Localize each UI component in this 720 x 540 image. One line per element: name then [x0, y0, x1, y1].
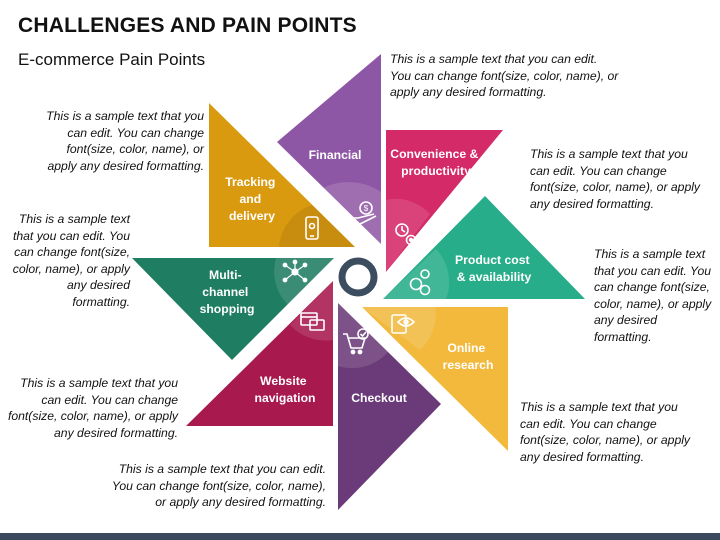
segment-convenience-shape	[386, 130, 503, 272]
segment-website-navigation: Website navigation	[186, 281, 333, 426]
segment-multi-channel: Multi- channel shopping	[132, 258, 334, 360]
segment-product-cost: Product cost & availability	[383, 196, 585, 299]
clock-gear-icon	[395, 223, 417, 246]
browser-window-icon	[300, 312, 325, 331]
segment-financial-arc	[323, 182, 381, 244]
network-icon	[282, 259, 308, 283]
cart-check-icon	[343, 328, 369, 355]
segment-checkout: Checkout	[338, 303, 441, 510]
note-product-cost: This is a sample text that you can edit.…	[594, 247, 712, 344]
segment-multi-channel-shape	[132, 258, 334, 360]
center-ring	[338, 257, 378, 297]
note-online-research: This is a sample text that you can edit.…	[520, 400, 691, 464]
note-multi-channel: This is a sample text that you can edit.…	[12, 212, 130, 309]
segment-convenience-arc	[386, 198, 430, 272]
eye-document-icon	[391, 314, 416, 334]
segment-tracking-label: Tracking and delivery	[225, 175, 279, 223]
segment-tracking-shape	[209, 103, 355, 247]
segment-online-research-arc	[362, 307, 436, 350]
segment-product-cost-label: Product cost & availability	[455, 253, 533, 284]
segment-convenience-label: Convenience & productivity	[390, 147, 481, 178]
segment-tracking: Tracking and delivery	[209, 103, 355, 247]
segment-convenience: Convenience & productivity	[386, 130, 503, 272]
segment-financial-shape	[277, 54, 381, 244]
hand-coin-icon	[347, 201, 377, 225]
svg-text:$: $	[364, 204, 369, 213]
gears-dollar-icon	[409, 269, 431, 296]
note-website-navigation: This is a sample text that you can edit.…	[7, 376, 178, 440]
segment-website-navigation-arc	[290, 281, 333, 341]
segment-tracking-arc	[279, 205, 355, 247]
segment-checkout-label: Checkout	[351, 391, 407, 405]
segment-multi-channel-label: Multi- channel shopping	[200, 268, 255, 316]
segment-checkout-shape	[338, 303, 441, 510]
note-convenience: This is a sample text that you can edit.…	[530, 147, 701, 211]
segment-product-cost-shape	[383, 196, 585, 299]
segment-financial: Financial $	[277, 54, 381, 244]
segment-financial-label: Financial	[309, 148, 362, 162]
segment-product-cost-arc	[383, 249, 450, 299]
note-checkout: This is a sample text that you can edit.…	[111, 462, 326, 509]
page-subtitle: E-commerce Pain Points	[18, 50, 206, 69]
page-title: CHALLENGES AND PAIN POINTS	[18, 14, 357, 37]
bottom-bar	[0, 533, 720, 540]
segment-online-research-label: Online research	[443, 341, 494, 372]
segment-online-research-shape	[362, 307, 508, 451]
note-tracking: This is a sample text that you can edit.…	[46, 109, 204, 173]
phone-tracking-icon	[305, 216, 319, 240]
note-financial: This is a sample text that you can edit.…	[390, 52, 619, 99]
segment-online-research: Online research	[362, 307, 508, 451]
segment-website-navigation-shape	[186, 281, 333, 426]
segment-website-navigation-label: Website navigation	[255, 374, 316, 405]
